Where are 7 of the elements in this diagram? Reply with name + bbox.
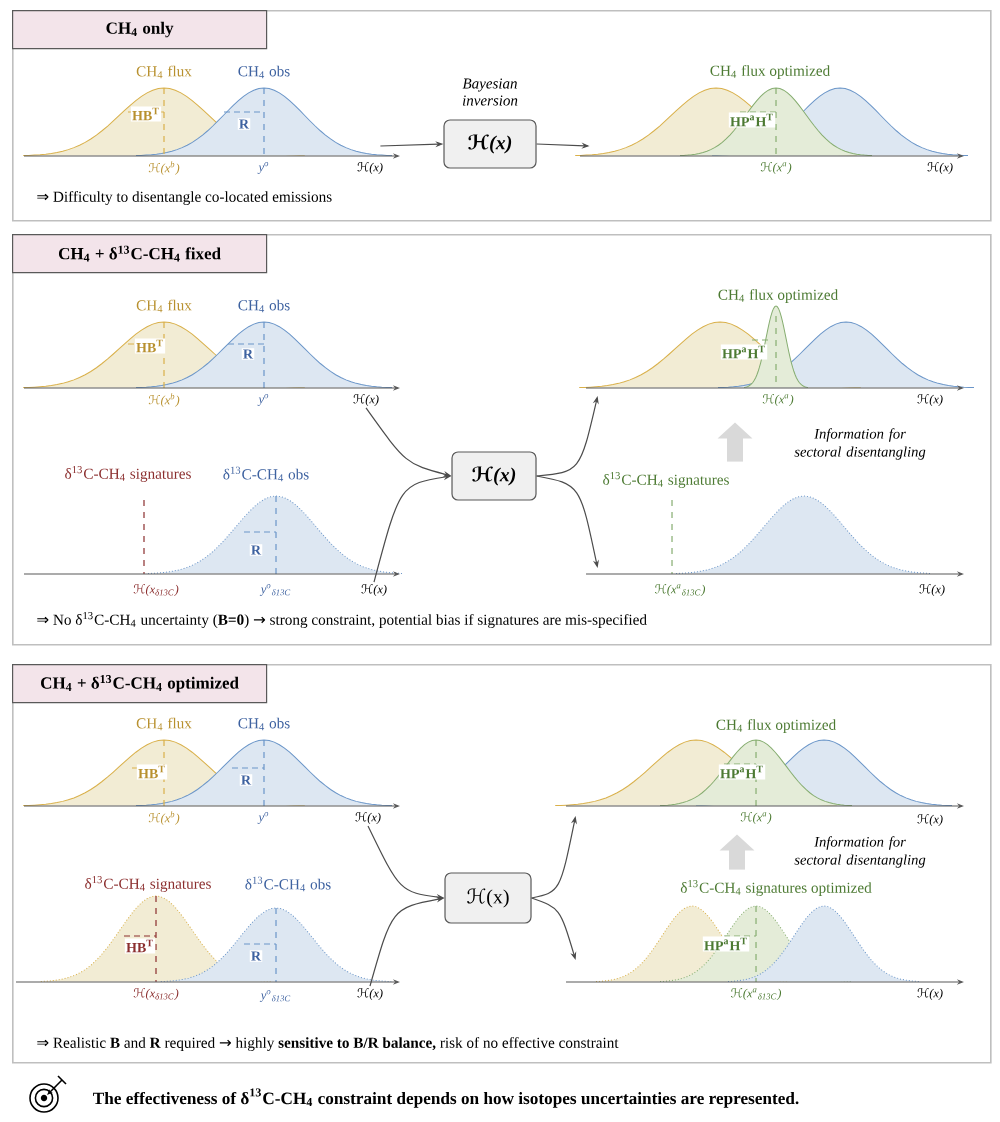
function-box: ℋ(x) — [443, 119, 537, 169]
header-tab: CH$_{4}$ + δ$^{13}$C-CH$_{4}$ optimized — [12, 664, 268, 704]
header-tab: CH$_{4}$ + δ$^{13}$C-CH$_{4}$ fixed — [12, 234, 268, 274]
header-tab: CH$_{4}$ only — [12, 10, 268, 50]
function-box: ℋ(x) — [444, 872, 532, 924]
function-box: ℋ(x) — [451, 451, 537, 501]
conclusion-text: The effectiveness of δ$^{13}$C-CH$_{4}$ constraint depends on how isotopes uncertainties are represented. — [93, 1088, 799, 1108]
